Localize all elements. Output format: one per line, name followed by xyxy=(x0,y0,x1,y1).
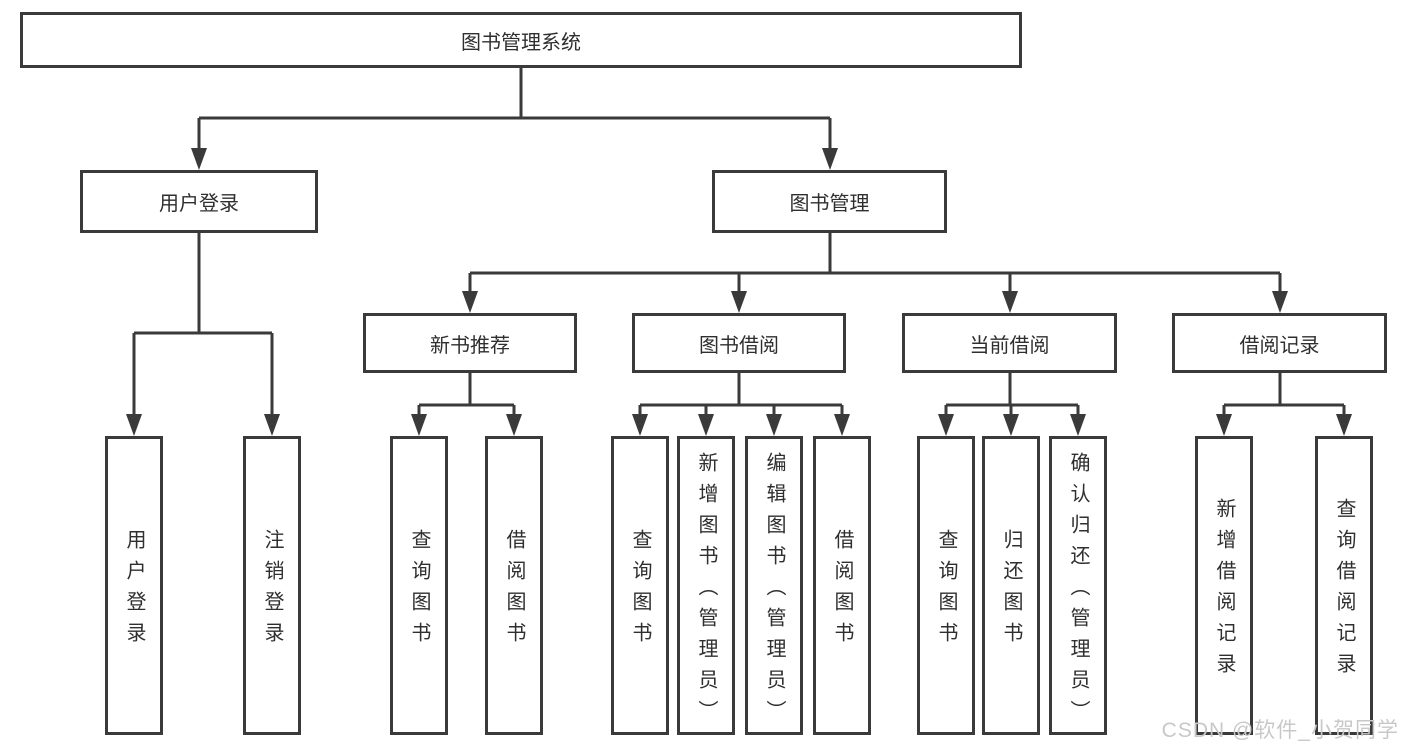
arrowhead xyxy=(766,414,782,436)
leaf-edit-book-admin: 编辑图书（管理员） xyxy=(745,436,803,735)
arrowhead xyxy=(938,414,954,436)
arrowhead xyxy=(731,291,747,313)
arrowhead xyxy=(264,414,280,436)
leaf-query-books-3: 查询图书 xyxy=(917,436,975,735)
leaf-logout: 注销登录 xyxy=(243,436,301,735)
connector-borrowing-to-leaves xyxy=(638,373,844,414)
leaf-add-book-admin: 新增图书（管理员） xyxy=(677,436,735,735)
arrowhead xyxy=(1272,291,1288,313)
node-book-management-branch: 图书管理 xyxy=(712,170,947,233)
leaf-query-books-2: 查询图书 xyxy=(611,436,669,735)
node-book-borrowing: 图书借阅 xyxy=(632,313,846,373)
arrowhead xyxy=(822,148,838,170)
connector-bookmgmt-to-level3 xyxy=(468,233,1282,291)
arrowhead xyxy=(1216,414,1232,436)
arrowhead xyxy=(834,414,850,436)
leaf-return-books: 归还图书 xyxy=(982,436,1040,735)
leaf-user-login: 用户登录 xyxy=(105,436,163,735)
leaf-confirm-return-admin: 确认归还（管理员） xyxy=(1049,436,1107,735)
node-user-login-branch: 用户登录 xyxy=(80,170,318,233)
arrowhead xyxy=(1003,414,1019,436)
csdn-watermark: CSDN @软件_小贺同学 xyxy=(1161,719,1399,742)
arrowhead xyxy=(1002,291,1018,313)
leaf-borrow-books-2: 借阅图书 xyxy=(813,436,871,735)
arrowhead xyxy=(462,291,478,313)
node-borrowing-records: 借阅记录 xyxy=(1172,313,1387,373)
node-current-borrowing: 当前借阅 xyxy=(902,313,1117,373)
arrowhead xyxy=(632,414,648,436)
node-library-management-system: 图书管理系统 xyxy=(20,12,1022,68)
arrowhead xyxy=(1070,414,1086,436)
connector-records-to-leaves xyxy=(1222,373,1346,414)
arrowhead xyxy=(506,414,522,436)
leaf-query-borrow-record: 查询借阅记录 xyxy=(1315,436,1373,735)
leaf-borrow-books-1: 借阅图书 xyxy=(485,436,543,735)
arrowhead xyxy=(1336,414,1352,436)
node-new-book-recommendation: 新书推荐 xyxy=(363,313,577,373)
leaf-query-books-1: 查询图书 xyxy=(390,436,448,735)
connector-current-to-leaves xyxy=(944,373,1080,414)
leaf-add-borrow-record: 新增借阅记录 xyxy=(1195,436,1253,735)
connector-newbook-to-leaves xyxy=(417,373,516,414)
arrowhead xyxy=(191,148,207,170)
arrowhead xyxy=(698,414,714,436)
connector-root-to-level2 xyxy=(197,68,832,148)
arrowhead xyxy=(411,414,427,436)
connector-userlogin-to-leaves xyxy=(132,233,274,414)
arrowhead xyxy=(126,414,142,436)
